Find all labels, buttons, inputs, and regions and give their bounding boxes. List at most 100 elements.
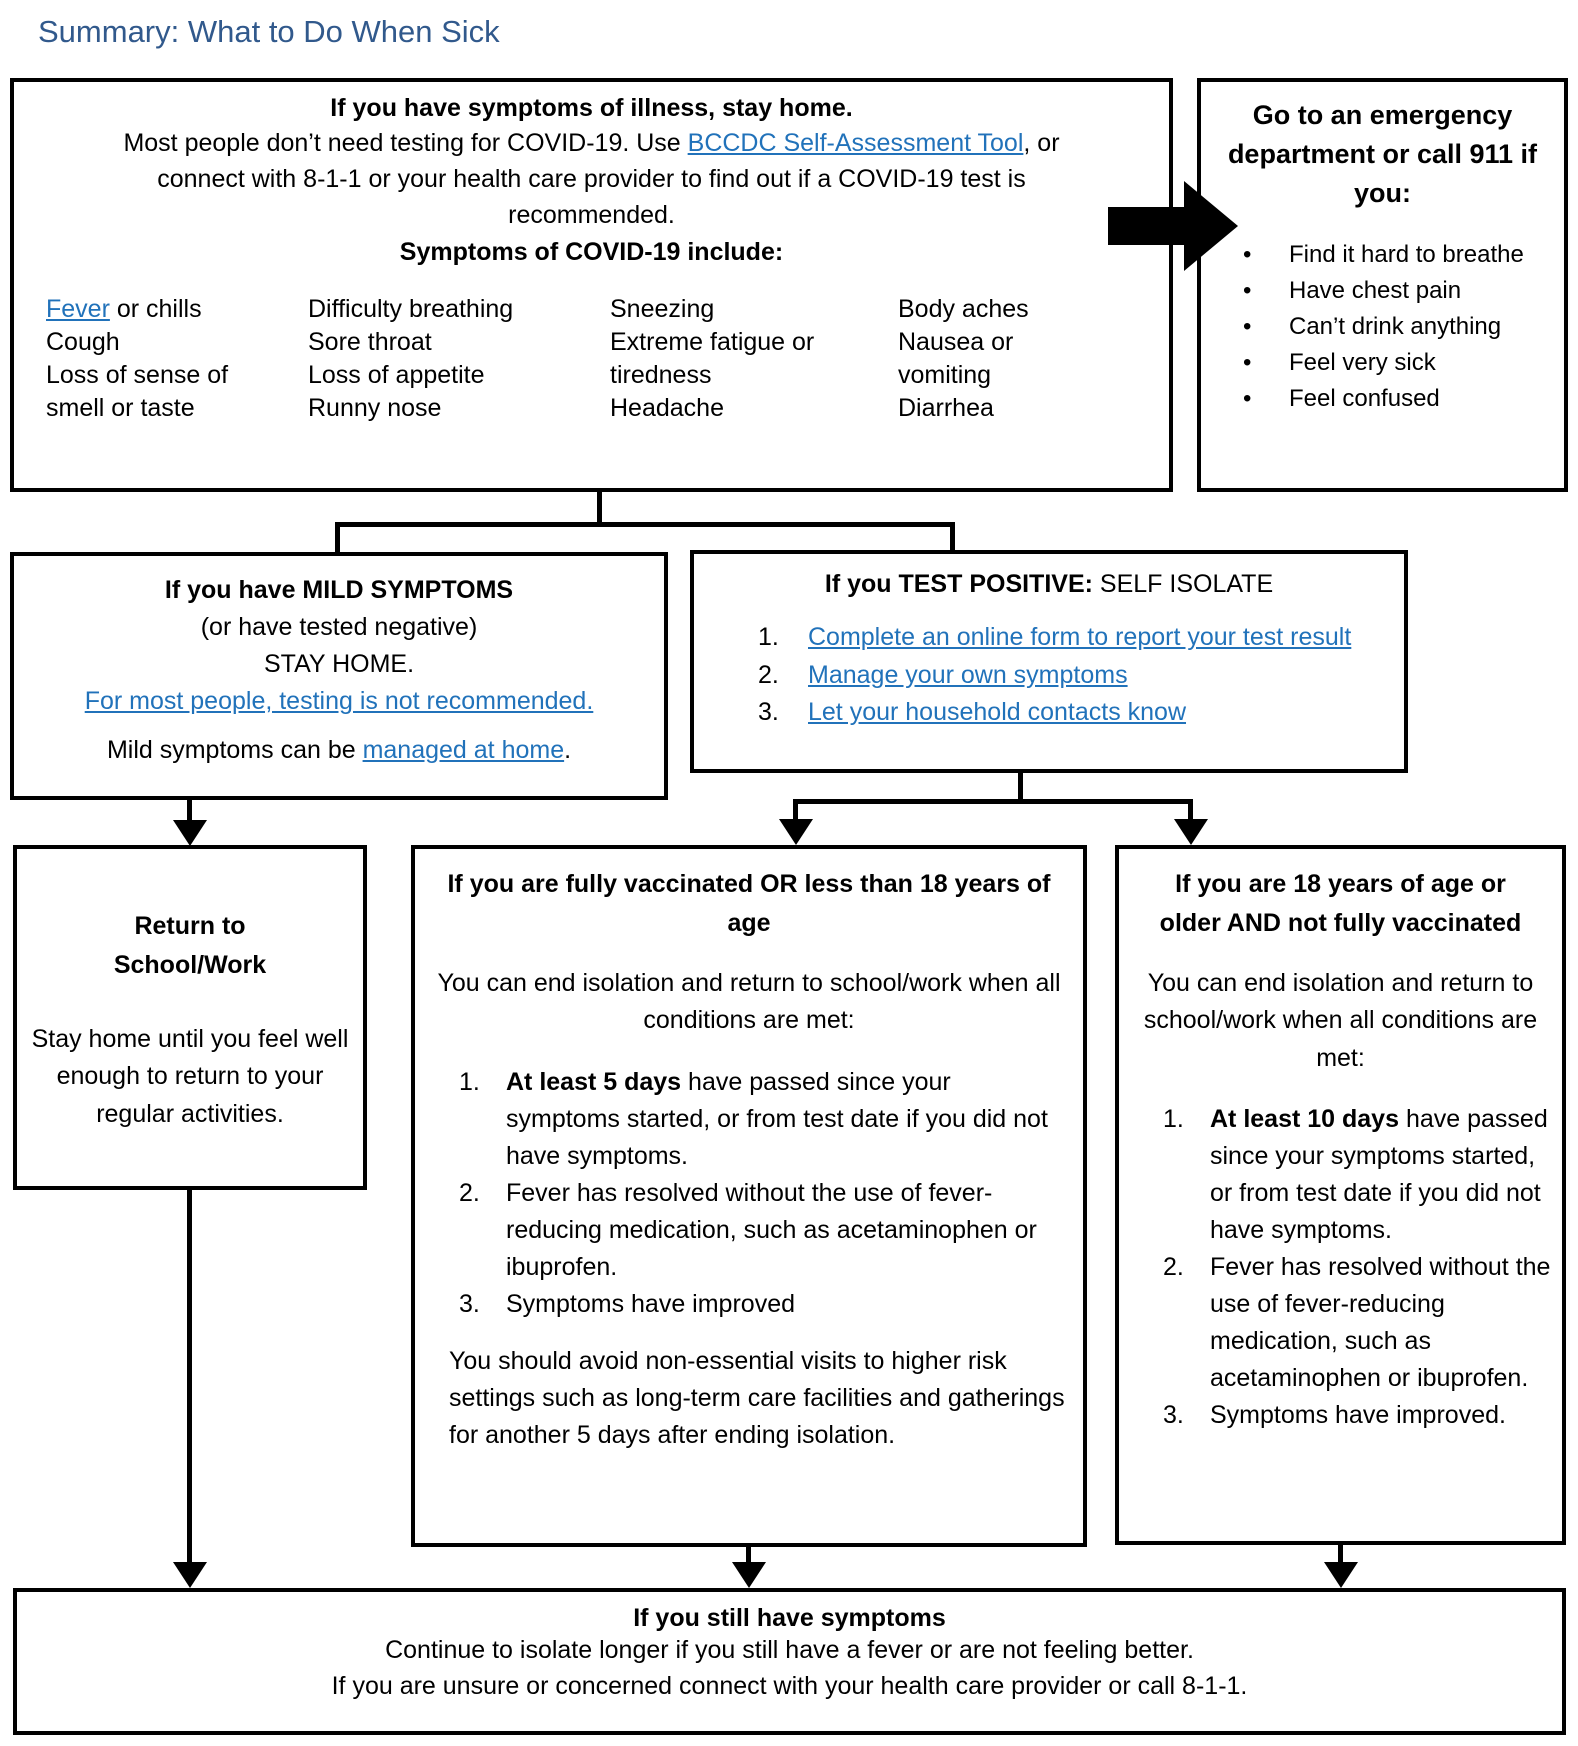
manage-symptoms-link[interactable]: Manage your own symptoms	[808, 660, 1128, 689]
connector-top-stub	[597, 490, 602, 527]
still-symptoms-line2: If you are unsure or concerned connect w…	[331, 1671, 1248, 1700]
arrowhead-to-vaccinated	[779, 819, 813, 845]
vaccinated-box: If you are fully vaccinated OR less than…	[411, 845, 1087, 1547]
arrowhead-return-to-still	[173, 1562, 207, 1588]
symptom-item-fever: Fever or chills	[46, 293, 268, 326]
list-item: • Feel very sick	[1201, 345, 1564, 381]
bccdc-self-assessment-link[interactable]: BCCDC Self-Assessment Tool	[687, 129, 1024, 157]
testing-not-recommended-link[interactable]: For most people, testing is not recommen…	[84, 687, 594, 715]
condition-text: At least 10 days have passed since your …	[1210, 1101, 1554, 1249]
test-positive-steps: 1. Complete an online form to report your…	[694, 619, 1404, 732]
return-heading: Return to School/Work	[17, 907, 363, 985]
condition-text: Fever has resolved without the use of fe…	[506, 1178, 1037, 1281]
step-number: 3.	[758, 698, 779, 726]
symptom-item: Body aches	[898, 295, 1029, 323]
symptoms-column-4: Body aches Nausea or vomiting Diarrhea	[898, 293, 1070, 425]
condition-text: At least 5 days have passed since your s…	[506, 1064, 1067, 1175]
household-contacts-link[interactable]: Let your household contacts know	[808, 698, 1187, 726]
condition-text: Symptoms have improved	[506, 1289, 796, 1318]
mild-line-2: (or have tested negative)	[200, 613, 478, 641]
flow-arrow-tail	[1108, 207, 1184, 245]
list-item: 3. Symptoms have improved.	[1163, 1397, 1554, 1434]
arrow-vaccinated-to-still	[746, 1545, 751, 1564]
test-positive-heading-rest: SELF ISOLATE	[1092, 570, 1274, 598]
symptom-item: Headache	[610, 394, 724, 422]
test-positive-heading: If you TEST POSITIVE: SELF ISOLATE	[694, 570, 1404, 599]
symptoms-heading: If you have symptoms of illness, stay ho…	[330, 94, 853, 122]
arrow-return-to-still	[187, 1188, 192, 1564]
symptom-item: Sore throat	[308, 328, 432, 356]
connector-drop-to-vaccinated	[793, 799, 798, 821]
mild-last-pre: Mild symptoms can be	[106, 736, 363, 764]
list-item: 2. Fever has resolved without the use of…	[459, 1175, 1067, 1286]
vaccinated-heading: If you are fully vaccinated OR less than…	[447, 870, 1051, 937]
symptoms-columns: Fever or chills Cough Loss of sense of s…	[14, 293, 1169, 425]
return-heading-line1: Return to	[134, 912, 246, 940]
condition-bold: At least 10 days	[1210, 1105, 1399, 1133]
condition-text: Fever has resolved without the use of fe…	[1210, 1253, 1551, 1392]
fever-link[interactable]: Fever	[46, 295, 110, 323]
condition-number: 1.	[1163, 1105, 1184, 1133]
managed-at-home-link[interactable]: managed at home	[362, 736, 565, 764]
mild-last-post: .	[564, 736, 572, 764]
condition-number: 3.	[459, 1289, 480, 1318]
list-item: 2. Fever has resolved without the use of…	[1163, 1249, 1554, 1397]
return-box: Return to School/Work Stay home until yo…	[13, 845, 367, 1190]
arrowhead-mild-to-return	[173, 820, 207, 846]
symptoms-intro-post: , or connect with 8-1-1 or your health c…	[157, 129, 1060, 229]
arrowhead-unvaccinated-to-still	[1324, 1562, 1358, 1588]
bullet-icon: •	[1243, 385, 1252, 413]
symptom-item: Cough	[46, 328, 120, 356]
flow-arrow-icon	[1108, 181, 1238, 271]
list-item: • Find it hard to breathe	[1201, 237, 1564, 273]
connector-drop-to-positive	[950, 522, 955, 552]
emergency-bullet-text: Feel very sick	[1289, 349, 1436, 377]
flow-arrow-head	[1184, 181, 1238, 271]
still-symptoms-line1: Continue to isolate longer if you still …	[385, 1636, 1194, 1664]
connector-positive-stub	[1018, 771, 1023, 804]
mild-line-3: STAY HOME.	[263, 650, 415, 678]
emergency-box: Go to an emergency department or call 91…	[1197, 78, 1568, 492]
list-item: •Have chest pain	[1201, 273, 1564, 309]
condition-number: 3.	[1163, 1401, 1184, 1429]
list-item: • Can’t drink anything	[1201, 309, 1564, 345]
still-symptoms-heading: If you still have symptoms	[633, 1604, 946, 1632]
connector-drop-to-unvaccinated	[1188, 799, 1193, 821]
symptom-item: Sneezing	[610, 295, 715, 323]
arrow-unvaccinated-to-still	[1338, 1543, 1343, 1564]
symptom-item: Runny nose	[308, 394, 442, 422]
vaccinated-conditions: 1. At least 5 days have passed since you…	[415, 1064, 1083, 1323]
list-item: • Feel confused	[1201, 381, 1564, 417]
connector-positive-horizontal	[793, 799, 1193, 804]
symptom-item: Difficulty breathing	[308, 295, 514, 323]
step-number: 1.	[758, 623, 779, 651]
bullet-icon: •	[1243, 349, 1252, 377]
connector-top-horizontal	[335, 522, 955, 527]
list-item: 1. Complete an online form to report your…	[694, 619, 1404, 657]
return-heading-line2: School/Work	[113, 950, 267, 979]
symptoms-column-1: Fever or chills Cough Loss of sense of s…	[46, 293, 268, 425]
emergency-heading: Go to an emergency department or call 91…	[1227, 100, 1538, 209]
mild-heading: If you have MILD SYMPTOMS	[164, 576, 514, 604]
vaccinated-intro: You can end isolation and return to scho…	[437, 968, 1061, 1035]
condition-number: 2.	[1163, 1253, 1184, 1281]
test-positive-heading-bold: If you TEST POSITIVE:	[824, 570, 1093, 598]
emergency-bullet-text: Find it hard to breathe	[1289, 241, 1524, 269]
arrowhead-vaccinated-to-still	[732, 1562, 766, 1588]
unvaccinated-box: If you are 18 years of age or older AND …	[1115, 845, 1566, 1545]
bullet-icon: •	[1243, 313, 1252, 341]
symptom-item: Diarrhea	[898, 394, 994, 422]
mild-link-line: For most people, testing is not recommen…	[14, 683, 664, 720]
emergency-bullet-text: Can’t drink anything	[1289, 313, 1502, 341]
condition-number: 1.	[459, 1067, 480, 1096]
symptoms-intro: Most people don’t need testing for COVID…	[87, 125, 1097, 233]
condition-number: 2.	[459, 1178, 480, 1207]
symptom-item: Nausea or vomiting	[898, 328, 1014, 389]
emergency-bullet-text: Feel confused	[1289, 385, 1440, 413]
symptoms-list-heading: Symptoms of COVID-19 include:	[399, 238, 784, 266]
report-test-result-link[interactable]: Complete an online form to report your t…	[808, 623, 1352, 651]
return-body: Stay home until you feel well enough to …	[31, 1024, 349, 1128]
unvaccinated-conditions: 1. At least 10 days have passed since yo…	[1119, 1101, 1562, 1434]
bullet-icon: •	[1243, 241, 1252, 269]
